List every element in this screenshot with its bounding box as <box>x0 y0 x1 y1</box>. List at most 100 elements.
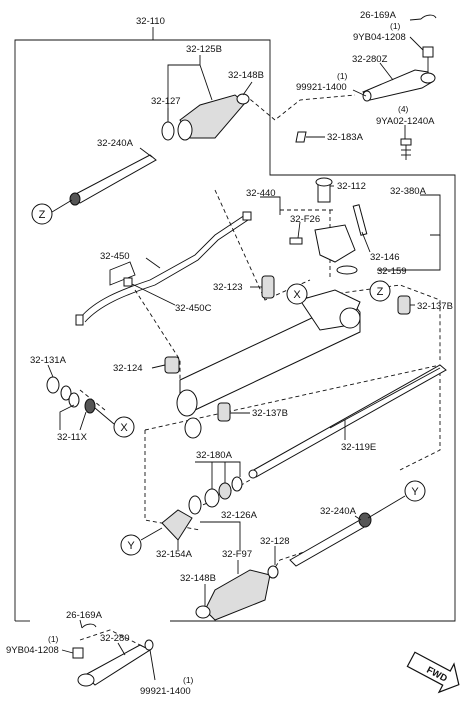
label-99921-top: 99921-1400 <box>296 82 347 93</box>
label-32-240a-top: 32-240A <box>97 138 134 149</box>
label-q1-99921-bot: (1) <box>183 675 194 685</box>
inner-tie-rod-ball-top <box>69 192 81 206</box>
callout-x-left-text: X <box>120 422 128 434</box>
line-32-450-b <box>84 219 249 323</box>
callout-x-top: X <box>286 283 308 305</box>
label-32-125b: 32-125B <box>186 44 222 55</box>
label-32-183a: 32-183A <box>327 132 364 143</box>
callout-x-left: X <box>94 407 135 438</box>
tie-rod-ball-bot <box>77 673 95 687</box>
label-32-380a: 32-380A <box>390 186 427 197</box>
label-26-169a-bot: 26-169A <box>66 610 103 621</box>
label-32-159: 32-159 <box>377 266 407 277</box>
leader-32-124 <box>151 364 166 369</box>
label-32-f97: 32-F97 <box>222 549 252 560</box>
leader-32-380a-b <box>377 235 441 271</box>
line-fitting-left <box>75 314 84 326</box>
label-9yb04-top: 9YB04-1208 <box>353 32 406 43</box>
guide-rack-top <box>214 189 311 301</box>
cotter-pin-top <box>420 14 437 20</box>
rack-bar-32-119e <box>248 364 447 479</box>
bushing-32-124 <box>164 356 180 374</box>
label-32-280z: 32-280Z <box>352 54 388 65</box>
leader-32-148b-top <box>242 81 253 96</box>
label-32-119e: 32-119E <box>341 442 376 453</box>
leader-32-11x-a <box>59 404 75 430</box>
leader-9yb04-top <box>409 36 424 51</box>
locknut-top <box>362 90 372 102</box>
seal-kit-ring-3 <box>218 482 232 500</box>
seal-kit-ring-2 <box>204 488 220 508</box>
leader-32-450c <box>131 283 176 306</box>
locknut-bot <box>144 639 154 651</box>
label-32-137b-right: 32-137B <box>417 301 453 312</box>
leader-32-125b-b <box>199 64 213 101</box>
leader-lines <box>47 18 441 681</box>
guide-top-tierod <box>244 94 356 121</box>
leader-32-126a <box>200 521 241 550</box>
clip-body <box>295 131 307 143</box>
bolt-head <box>400 138 412 146</box>
leader-32-240a-top <box>139 147 153 158</box>
housing-mount-left <box>184 417 202 439</box>
part-labels: 32-110 26-169A (1) 9YB04-1208 32-125B 32… <box>6 10 453 697</box>
spring-1 <box>60 385 72 401</box>
leader-32-146 <box>361 231 371 253</box>
bushings <box>164 275 411 422</box>
leader-26-169a-top <box>409 18 422 21</box>
seal-32-131a <box>46 376 60 394</box>
callout-circle-y-right <box>404 480 426 502</box>
clamp-32-128 <box>267 565 279 579</box>
yoke-32-11x <box>84 398 96 414</box>
leader-32-125b-a <box>167 55 201 120</box>
fwd-arrow-shape <box>406 651 460 694</box>
line-bend-loop <box>109 261 136 286</box>
line-fitting-right <box>242 211 252 221</box>
seal-kit-ring-4 <box>231 476 243 492</box>
callout-y-left-text: Y <box>127 540 135 552</box>
outer-frame-line <box>14 39 456 622</box>
label-32-124: 32-124 <box>113 363 143 374</box>
housing-mount-right <box>339 307 361 329</box>
label-99921-bot: 99921-1400 <box>140 686 191 697</box>
label-26-169a-top: 26-169A <box>360 10 397 21</box>
callout-y-right-text: Y <box>411 486 419 498</box>
callout-z-right-text: Z <box>377 286 384 298</box>
pinion-top <box>315 177 333 187</box>
bushing-32-123 <box>261 275 275 299</box>
callout-z-right: Z <box>369 280 391 302</box>
inner-tie-rod-32-240a-top <box>71 154 157 204</box>
leader-32-240a-bot <box>354 515 362 521</box>
seal-kit-ring-1 <box>188 495 202 515</box>
label-32-127: 32-127 <box>151 96 181 107</box>
assembly-frame <box>14 27 456 622</box>
leader-32-380a <box>420 194 441 236</box>
clamp-32-127 <box>161 121 175 141</box>
inner-tie-rod-bottom <box>289 512 372 567</box>
label-32-146: 32-146 <box>370 252 400 263</box>
label-32-137b-mid: 32-137B <box>252 408 288 419</box>
rack-teeth <box>329 367 441 429</box>
clip-32-183a <box>295 131 307 143</box>
seal-kit-32-180a <box>188 476 243 515</box>
label-32-280: 32-280 <box>100 633 130 644</box>
leader-32-450 <box>145 257 161 269</box>
label-32-180a: 32-180A <box>196 450 233 461</box>
bolt-32-f26 <box>289 237 303 245</box>
clamp-32-148b-top <box>236 93 250 105</box>
pinion-valve <box>289 177 368 275</box>
guide-right-1 <box>289 284 441 360</box>
callout-circle-y-left <box>120 534 142 556</box>
callout-x-top-text: X <box>293 289 301 301</box>
label-32-240a-bot: 32-240A <box>320 506 357 517</box>
callout-y-left: Y <box>120 527 163 556</box>
leader-32-280z <box>379 62 394 81</box>
label-32-110: 32-110 <box>136 16 165 27</box>
bushing-32-137b-mid <box>217 402 231 422</box>
rack-bar <box>249 364 447 478</box>
line-32-450-a <box>79 214 246 319</box>
label-32-126a: 32-126A <box>221 510 258 521</box>
leader-32-11x-b <box>79 411 87 431</box>
bushing-32-137b-right <box>397 295 411 315</box>
